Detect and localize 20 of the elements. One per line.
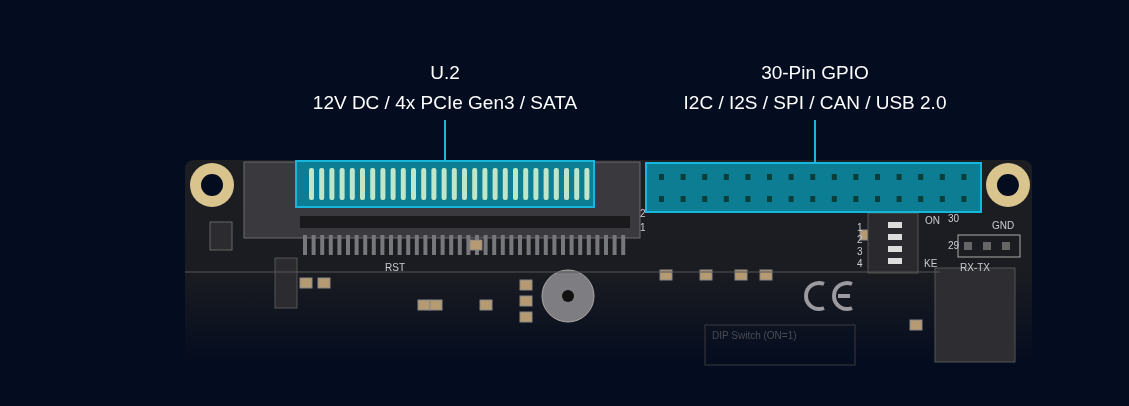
silkscreen-label: 1	[857, 222, 863, 233]
callout-title: 30-Pin GPIO	[760, 61, 870, 85]
silkscreen-label: GND	[992, 220, 1015, 231]
silkscreen-label: DIP Switch (ON=1)	[712, 330, 797, 341]
callout-title: U.2	[429, 61, 461, 85]
callout-subtitle: 12V DC / 4x PCIe Gen3 / SATA	[311, 91, 579, 115]
silkscreen-label: 1	[640, 222, 646, 233]
silkscreen-label: 4	[857, 258, 863, 269]
silkscreen-label: RST	[385, 262, 405, 273]
pin-header-highlight	[645, 162, 982, 213]
silkscreen-label: 29	[948, 240, 960, 251]
silkscreen-label: 3	[857, 246, 863, 257]
silkscreen-label: 2	[640, 208, 646, 219]
silkscreen-label: KE	[924, 258, 938, 269]
callout-subtitle: I2C / I2S / SPI / CAN / USB 2.0	[682, 91, 948, 115]
silkscreen-label: 2	[857, 234, 863, 245]
connector-slot-highlight	[295, 160, 595, 208]
leader-line	[444, 119, 446, 161]
leader-line	[814, 119, 816, 163]
silkscreen-label: RX-TX	[960, 262, 990, 273]
